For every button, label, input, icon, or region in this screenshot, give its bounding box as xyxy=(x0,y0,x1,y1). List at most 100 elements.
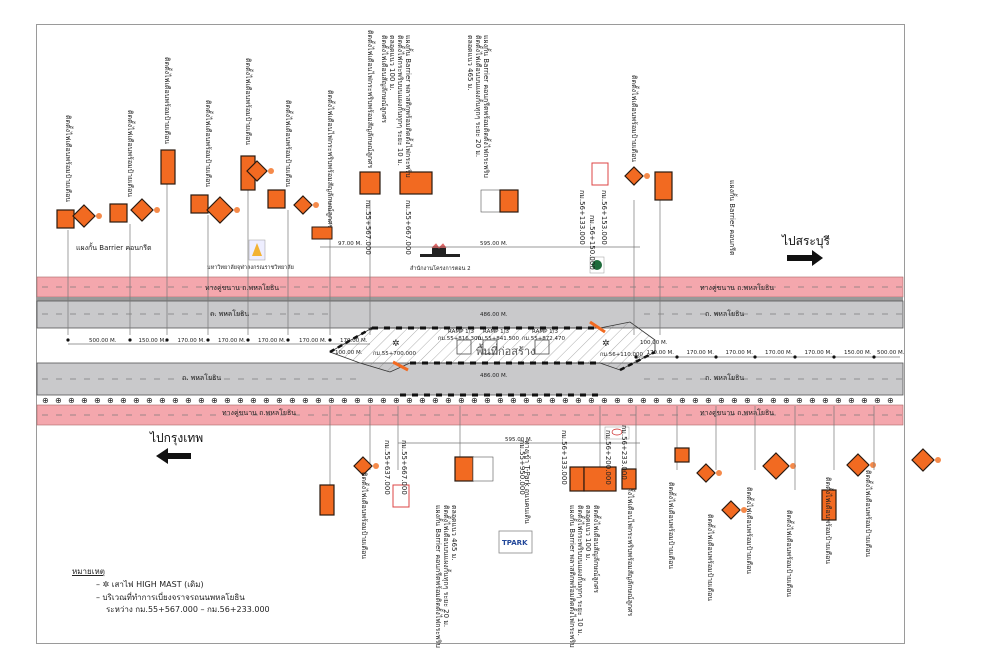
flashing-light-icon xyxy=(716,470,722,476)
road-label-main-north: ถ. พหลโยธิน xyxy=(210,309,249,318)
flashing-light-icon xyxy=(741,507,747,513)
fence-mark-icon: ⊕ xyxy=(237,396,244,405)
high-mast-icon: ✲ xyxy=(602,339,610,349)
road-label-frontage-south-right: ทางคู่ขนาน ถ.พหลโยธิน xyxy=(700,408,774,417)
fence-mark-icon: ⊕ xyxy=(471,396,478,405)
fence-mark-icon: ⊕ xyxy=(809,396,816,405)
university-label: มหาวิทยาลัยจุฬาลงกรณราชวิทยาลัย xyxy=(207,264,294,271)
station-label: กม.55+637.000 xyxy=(383,440,391,495)
warning-diamond-sign xyxy=(353,456,373,476)
sign-post: ติดตั้งไฟเตือนไฟกระพริบพร้อมสัญลักษณ์ลูก… xyxy=(326,90,337,335)
rect-warning-sign xyxy=(160,149,176,185)
fence-mark-icon: ⊕ xyxy=(744,396,751,405)
fence-mark-icon: ⊕ xyxy=(224,396,231,405)
fence-mark-icon: ⊕ xyxy=(328,396,335,405)
fence-mark-icon: ⊕ xyxy=(692,396,699,405)
fence-mark-icon: ⊕ xyxy=(380,396,387,405)
dim-node xyxy=(753,355,757,359)
fence-mark-icon: ⊕ xyxy=(679,396,686,405)
station-label: กม.55+667.000 xyxy=(404,200,412,255)
work-zone-length-top: 486.00 M. xyxy=(480,312,508,318)
ramp-3-label: RAMP 1/3 xyxy=(532,329,559,335)
fence-mark-icon: ⊕ xyxy=(133,396,140,405)
dim-node xyxy=(832,355,836,359)
fence-mark-icon: ⊕ xyxy=(393,396,400,405)
fence-mark-icon: ⊕ xyxy=(445,396,452,405)
starbucks-logo-icon xyxy=(589,256,605,274)
dim-node xyxy=(66,338,70,342)
dim-node xyxy=(206,338,210,342)
rect-warning-sign xyxy=(109,203,128,223)
sign-note: ติดตั้งไฟเตือนพร้อมป้ายเตือน xyxy=(244,58,255,145)
fence-mark-icon: ⊕ xyxy=(783,396,790,405)
fence-mark-icon: ⊕ xyxy=(354,396,361,405)
sign-post: ติดตั้งไฟเตือนพร้อมป้ายเตือน xyxy=(824,406,876,564)
rect-warning-sign xyxy=(569,466,585,492)
spacing-label: 170.00 M. xyxy=(340,338,368,344)
fence-mark-icon: ⊕ xyxy=(666,396,673,405)
warning-signs-bottom: ติดตั้งไฟเตือนพร้อมป้ายเตือนติดตั้งไฟเตื… xyxy=(319,406,941,648)
rect-warning-sign xyxy=(499,189,519,213)
fence-mark-icon: ⊕ xyxy=(81,396,88,405)
sign-post: ติดตั้งไฟเตือนไฟกระพริบพร้อมสัญลักษณ์ลูก… xyxy=(626,406,637,617)
fence-mark-icon: ⊕ xyxy=(562,396,569,405)
legend-high-mast-text: ✲ เสาไฟ HIGH MAST (เดิม) xyxy=(102,580,204,589)
fence-mark-icon: ⊕ xyxy=(497,396,504,405)
warning-diamond-sign xyxy=(246,160,268,182)
fence-mark-icon: ⊕ xyxy=(68,396,75,405)
taper-orange-top xyxy=(589,320,606,334)
rect-warning-sign xyxy=(583,466,617,492)
ramp-2-station: กม.55+841.500 xyxy=(476,336,520,342)
spacing-label: 150.00 M. xyxy=(844,350,872,356)
road-label-main-north-right: ถ. พหลโยธิน xyxy=(705,309,744,318)
rect-warning-sign xyxy=(399,171,433,195)
sign-note: ติดตั้งไฟเตือนพร้อมป้ายเตือน xyxy=(824,477,835,564)
barrier-note-line: ติดตั้งไฟกระพริบบนแผงกั้นทุกๆ ระยะ 10 ม. xyxy=(396,35,407,166)
fence-mark-icon: ⊕ xyxy=(861,396,868,405)
direction-to-saraburi: ไปสระบุรี xyxy=(781,234,830,249)
fence-mark-icon: ⊕ xyxy=(289,396,296,405)
fence-mark-icon: ⊕ xyxy=(640,396,647,405)
fence-mark-icon: ⊕ xyxy=(874,396,881,405)
sign-post: ติดตั้งไฟเตือนพร้อมป้ายเตือน xyxy=(56,115,102,335)
svg-text:✲: ✲ xyxy=(602,339,610,349)
sign-note: ติดตั้งไฟเตือนไฟกระพริบพร้อมสัญลักษณ์ลูก… xyxy=(626,478,637,617)
warning-diamond-sign xyxy=(624,166,644,186)
spacing-label: 170.00 M. xyxy=(258,338,286,344)
concrete-barrier-icon xyxy=(480,189,502,213)
fence-mark-icon: ⊕ xyxy=(770,396,777,405)
fence-mark-icon: ⊕ xyxy=(848,396,855,405)
barrier-note-line: ติดตั้งไฟเตือนบนแผงกั้นทุกๆ ระยะ 20 ม. xyxy=(442,505,453,627)
plastic-barrier-icon xyxy=(591,162,609,186)
rect-warning-sign xyxy=(821,489,837,521)
fence-mark-icon: ⊕ xyxy=(653,396,660,405)
arrow-right-icon xyxy=(787,250,823,266)
station-label: กม.56+133.000 xyxy=(578,190,586,245)
fence-mark-icon: ⊕ xyxy=(523,396,530,405)
spacing-label: 170.00 M. xyxy=(726,350,754,356)
fence-mark-icon: ⊕ xyxy=(302,396,309,405)
flashing-light-icon xyxy=(234,207,240,213)
ramp-box xyxy=(534,339,550,355)
flashing-light-icon xyxy=(313,202,319,208)
flashing-light-icon xyxy=(870,462,876,468)
sign-post: ติดตั้งไฟเตือนพร้อมป้ายเตือน xyxy=(160,57,176,335)
fence-mark-icon: ⊕ xyxy=(510,396,517,405)
rect-warning-sign xyxy=(56,209,75,229)
dim-node xyxy=(128,338,132,342)
station-label: กม.55+950.000 xyxy=(518,440,526,495)
sign-post: ติดตั้งไฟเตือนพร้อมป้ายเตือน xyxy=(353,406,379,559)
office-label: สำนักงานโครงการตอน 2 xyxy=(410,264,471,272)
dim-node xyxy=(634,355,638,359)
station-label: กม.56+153.000 xyxy=(600,190,608,245)
ramp-2-label: RAMP 1/3 xyxy=(483,329,510,335)
taper-line-right xyxy=(619,350,656,372)
barrier-label-left: แผงกั้น Barrier คอนกรีต xyxy=(76,241,152,252)
fence-mark-icon: ⊕ xyxy=(55,396,62,405)
barrier-note-line: ติดตั้งไฟกระพริบบนแผงกั้นทุกๆ ระยะ 10 ม. xyxy=(576,505,587,636)
arrow-left-icon xyxy=(156,448,191,464)
fence-mark-icon: ⊕ xyxy=(42,396,49,405)
dim-top-left: 97.00 M. xyxy=(338,241,362,247)
